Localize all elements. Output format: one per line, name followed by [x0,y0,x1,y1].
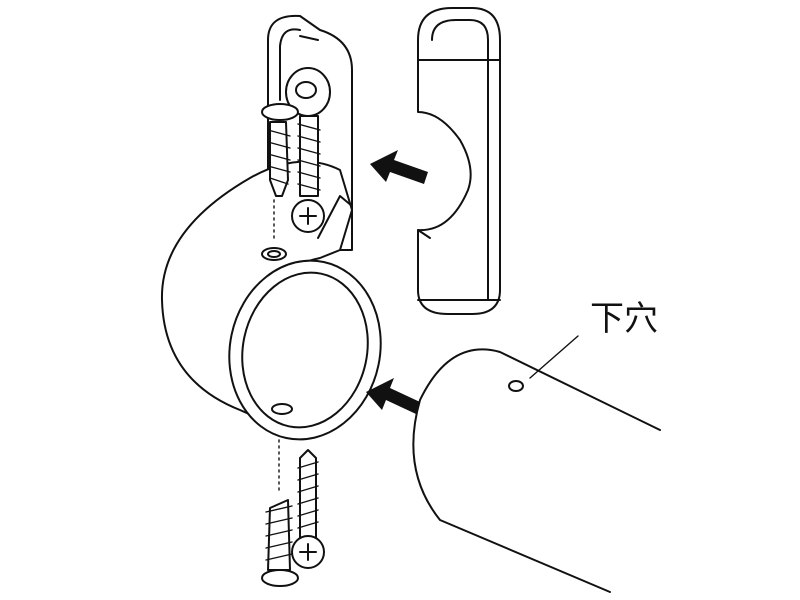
lower-screw-left [261,439,299,587]
upper-screw-left [261,103,299,241]
rod-pipe [412,335,661,593]
arrow-rod-to-bracket [366,378,420,414]
lower-screw-right [291,449,325,569]
bracket-cover-cap [417,7,501,315]
label-lower-hole: 下穴 [590,299,658,339]
upper-screw-right [291,115,325,233]
bracket-round-face [228,259,382,441]
arrow-cover-to-plate [370,150,428,184]
